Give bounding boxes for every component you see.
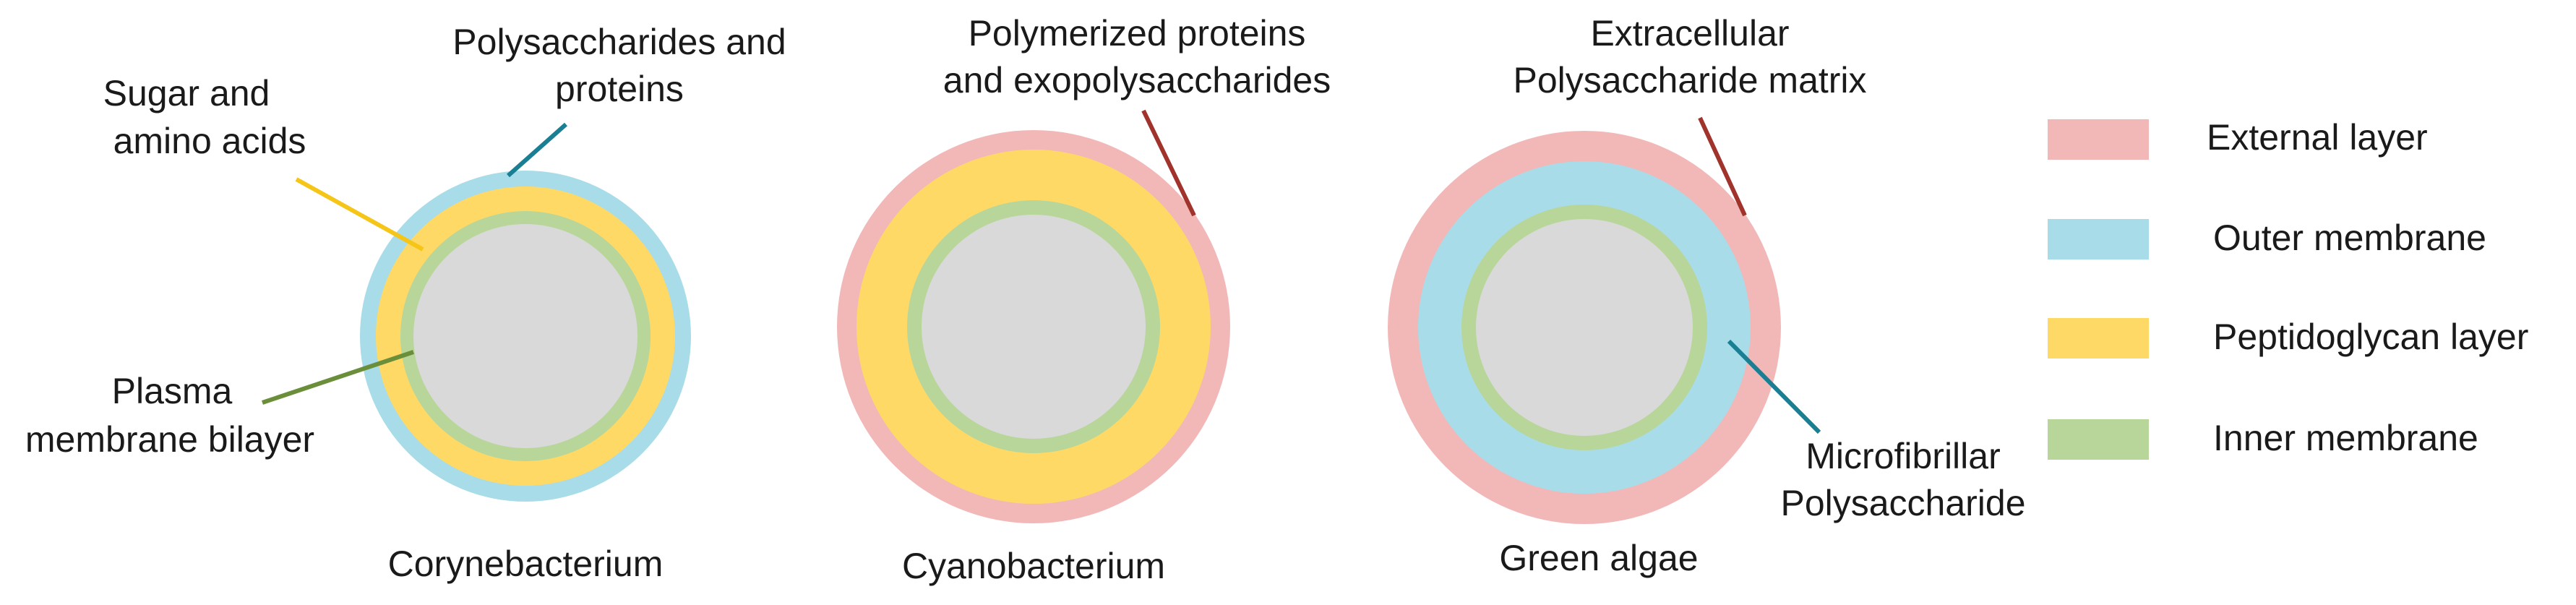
leader-line-extracellular — [1698, 116, 1747, 217]
leader-line-polysaccharides — [507, 122, 567, 178]
legend-swatch — [2048, 119, 2149, 160]
legend-label: Inner membrane — [2213, 418, 2478, 458]
annotation-plasma-line1: Plasma — [112, 371, 233, 411]
cytoplasm — [1476, 219, 1693, 436]
annotation-sugar-line2: amino acids — [113, 121, 306, 161]
leader-line-sugar — [295, 177, 424, 252]
legend-swatch — [2048, 219, 2149, 259]
annotation-sugar-line1: Sugar and — [103, 73, 270, 113]
cell-label-cyanobacterium: Cyanobacterium — [902, 546, 1165, 586]
legend: External layer Outer membrane Peptidogly… — [2048, 117, 2528, 460]
legend-item-outer-membrane: Outer membrane — [2048, 218, 2486, 259]
cyanobacterium-cell — [837, 130, 1230, 523]
leader-line-plasma — [262, 350, 414, 405]
annotation-polysaccharides-line1: Polysaccharides and — [452, 22, 786, 62]
legend-item-peptidoglycan-layer: Peptidoglycan layer — [2048, 317, 2528, 359]
leader-line-microfibrillar — [1727, 339, 1821, 434]
legend-label: Peptidoglycan layer — [2213, 317, 2528, 357]
legend-label: Outer membrane — [2213, 218, 2486, 258]
annotation-polymerized-line2: and exopolysaccharides — [943, 60, 1331, 100]
annotation-extracellular-line2: Polysaccharide matrix — [1513, 60, 1866, 100]
legend-swatch — [2048, 419, 2149, 460]
annotation-extracellular-line1: Extracellular — [1590, 13, 1789, 53]
cell-label-green-algae: Green algae — [1499, 538, 1698, 578]
legend-item-inner-membrane: Inner membrane — [2048, 418, 2478, 460]
annotation-microfibrillar-line2: Polysaccharide — [1780, 483, 2025, 523]
legend-item-external-layer: External layer — [2048, 117, 2428, 160]
corynebacterium-cell — [360, 171, 691, 502]
annotation-microfibrillar-line1: Microfibrillar — [1806, 436, 2000, 476]
green-algae-cell — [1388, 131, 1781, 524]
cytoplasm — [922, 215, 1146, 439]
leader-line-polymerized — [1141, 109, 1196, 217]
legend-label: External layer — [2207, 117, 2428, 158]
legend-swatch — [2048, 318, 2149, 359]
cell-label-corynebacterium: Corynebacterium — [388, 544, 664, 584]
annotation-polysaccharides-line2: proteins — [555, 69, 684, 109]
annotation-plasma-line2: membrane bilayer — [25, 419, 314, 460]
annotation-polymerized-line1: Polymerized proteins — [969, 13, 1306, 53]
cytoplasm — [413, 224, 637, 448]
